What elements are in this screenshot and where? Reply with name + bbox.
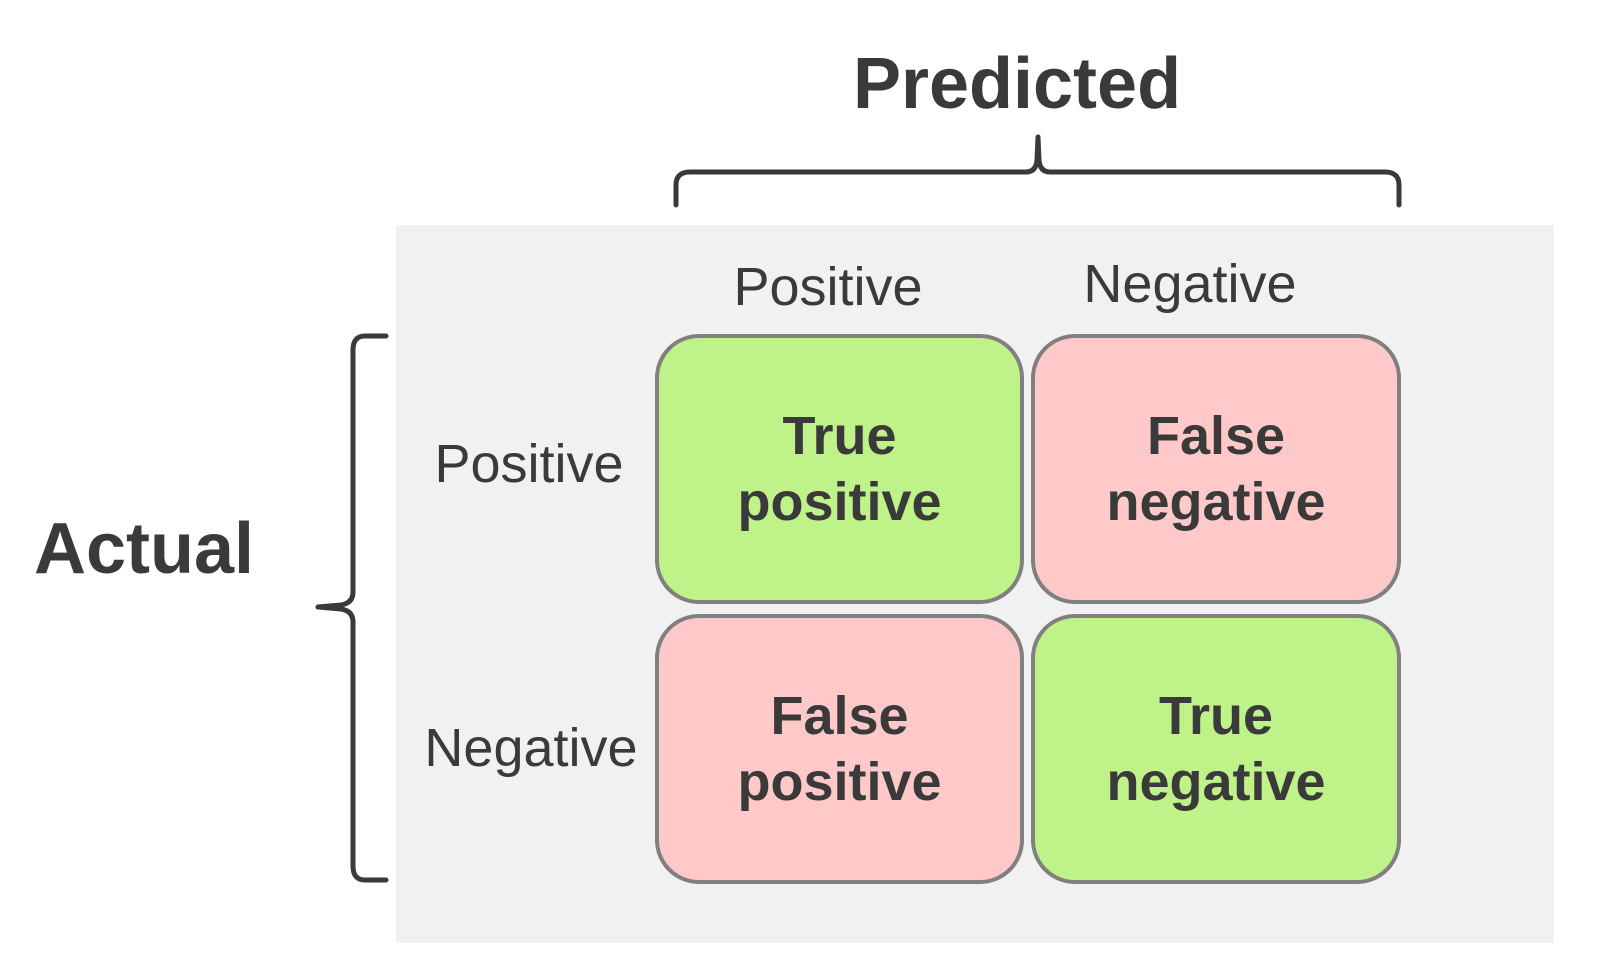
row-label-positive: Positive [434, 434, 624, 494]
cell-true-positive: True positive [655, 334, 1024, 604]
cell-false-negative-text: False negative [1106, 406, 1326, 532]
cell-true-positive-text: True positive [737, 406, 942, 532]
cell-false-positive: False positive [655, 614, 1024, 884]
row-label-negative: Negative [424, 718, 638, 778]
predicted-title: Predicted [852, 44, 1182, 124]
column-label-negative: Negative [1083, 254, 1297, 314]
cell-false-positive-text: False positive [737, 686, 942, 812]
cell-true-negative-text: True negative [1106, 686, 1326, 812]
actual-title: Actual [33, 509, 255, 589]
column-label-positive: Positive [733, 257, 923, 317]
cell-false-negative: False negative [1031, 334, 1401, 604]
cell-true-negative: True negative [1031, 614, 1401, 884]
